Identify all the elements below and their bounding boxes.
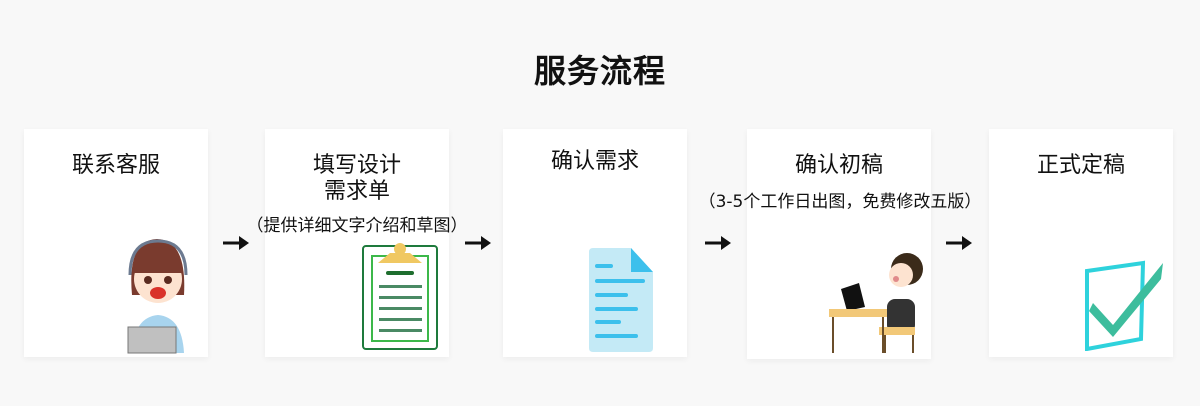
document-icon — [589, 248, 653, 352]
step-title: 确认初稿 — [794, 153, 883, 178]
step-card-finalize: 正式定稿 — [989, 129, 1173, 357]
step-subtitle: （提供详细文字介绍和草图） — [246, 216, 468, 236]
step-title-line1: 填写设计 — [312, 153, 401, 178]
clipboard-icon — [362, 243, 438, 350]
arrow-right-icon — [465, 236, 491, 250]
arrow-right-icon — [705, 236, 731, 250]
step-subtitle: （3-5个工作日出图，免费修改五版） — [698, 192, 982, 212]
arrow-right-icon — [223, 236, 249, 250]
step-title: 确认需求 — [550, 149, 639, 174]
customer-service-girl-icon — [127, 239, 188, 354]
step-card-confirm-requirements: 确认需求 — [503, 129, 687, 357]
step-title: 正式定稿 — [1036, 153, 1125, 178]
step-title-line2: 需求单 — [323, 179, 390, 204]
arrow-right-icon — [946, 236, 972, 250]
step-card-confirm-draft: 确认初稿 — [747, 129, 931, 359]
checkmark-icon — [1085, 260, 1163, 351]
man-at-laptop-icon — [829, 253, 923, 353]
step-card-contact-service: 联系客服 — [24, 129, 208, 357]
page-title: 服务流程 — [533, 52, 666, 90]
step-title: 联系客服 — [71, 153, 160, 178]
